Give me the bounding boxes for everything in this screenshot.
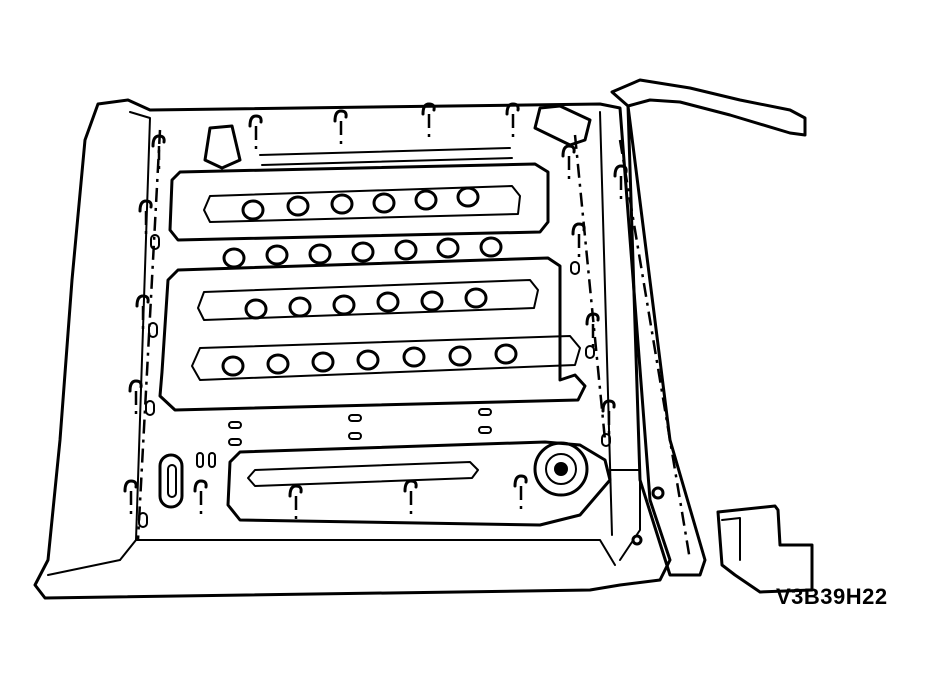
spring-hole: [372, 192, 396, 214]
hog-ring-clip: [138, 199, 153, 213]
hog-ring-clip: [151, 134, 166, 148]
slot: [601, 433, 611, 447]
slot: [228, 438, 242, 446]
spring-hole: [330, 193, 354, 215]
slot: [348, 432, 362, 440]
slot: [196, 452, 204, 468]
hog-ring-clip: [123, 479, 138, 493]
spring-hole: [308, 243, 332, 265]
spring-hole: [420, 290, 444, 312]
hog-ring-clip: [571, 222, 586, 236]
spring-hole: [436, 237, 460, 259]
spring-hole: [265, 244, 289, 266]
spring-hole: [286, 195, 310, 217]
hog-ring-clip: [585, 312, 600, 326]
slot: [208, 452, 216, 468]
spring-hole: [266, 353, 290, 375]
slot: [478, 408, 492, 416]
hog-ring-clips: [123, 102, 628, 522]
hog-ring-clip: [613, 164, 628, 178]
spring-frame-1: [168, 162, 550, 242]
spring-hole: [311, 351, 335, 373]
hog-ring-clip: [561, 144, 576, 158]
spring-hole: [288, 296, 312, 318]
spring-hole: [456, 186, 480, 208]
spring-hole: [414, 189, 438, 211]
lower-frame: [226, 440, 612, 527]
hog-ring-clip: [248, 114, 263, 128]
slot: [348, 414, 362, 422]
side-panel: [609, 78, 807, 577]
spring-hole: [241, 199, 265, 221]
hog-ring-clip: [128, 379, 143, 393]
spring-hole: [402, 346, 426, 368]
slot: [585, 345, 595, 359]
slot: [148, 322, 158, 338]
hog-ring-clip: [333, 109, 348, 123]
spring-hole: [244, 298, 268, 320]
lower-right-bracket: [716, 504, 814, 594]
hog-ring-clip: [601, 399, 616, 413]
spring-hole: [394, 239, 418, 261]
left-side-details: [158, 453, 184, 509]
slot: [145, 400, 155, 416]
spring-hole: [376, 291, 400, 313]
spring-hole: [222, 247, 246, 269]
hog-ring-clip: [403, 479, 418, 493]
spring-hole: [448, 345, 472, 367]
spring-hole: [356, 349, 380, 371]
spring-hole: [332, 294, 356, 316]
hog-ring-clip: [193, 479, 208, 493]
hog-ring-clip: [288, 484, 303, 498]
hog-ring-clip: [135, 294, 150, 308]
slot: [228, 421, 242, 429]
upper-brackets: [203, 104, 592, 170]
slot: [478, 426, 492, 434]
hog-ring-clip: [421, 102, 436, 116]
hog-ring-clip: [513, 474, 528, 488]
slot: [138, 512, 148, 528]
side-slots: [138, 234, 611, 528]
spring-hole: [479, 236, 503, 258]
spring-hole: [464, 287, 488, 309]
spring-hole: [494, 343, 518, 365]
spring-hole: [351, 241, 375, 263]
spring-frame-2: [158, 256, 587, 412]
hog-ring-clip: [505, 102, 520, 116]
spring-hole: [221, 355, 245, 377]
figure-code: V3B39H22: [776, 584, 888, 609]
spring-holes: [221, 186, 518, 377]
slot: [570, 261, 580, 275]
slot: [150, 234, 160, 250]
